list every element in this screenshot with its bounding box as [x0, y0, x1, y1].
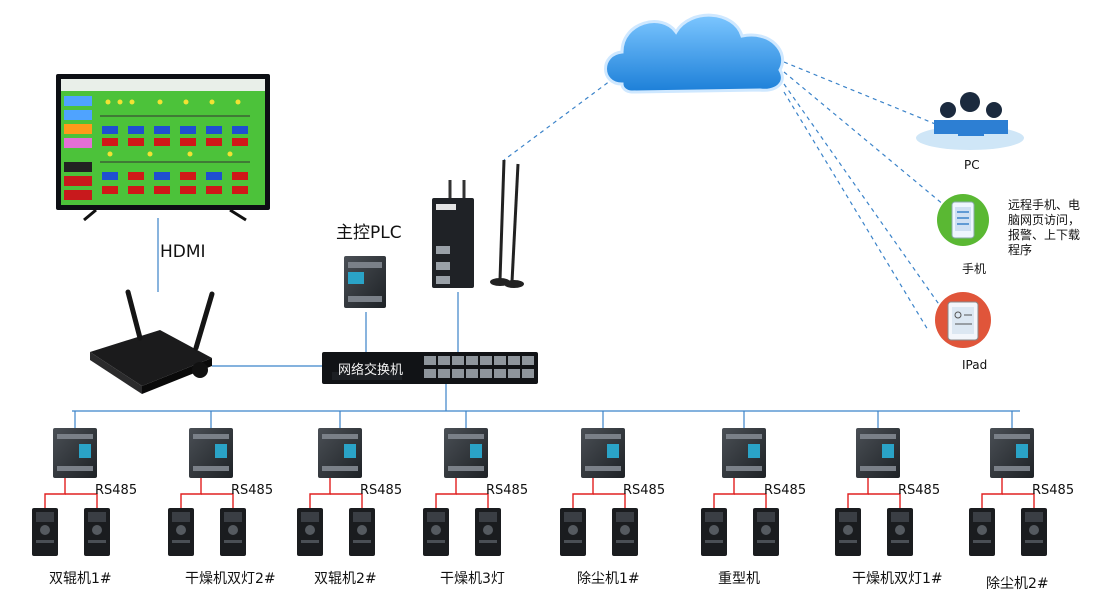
- field-plc-icon: [318, 428, 362, 478]
- rs485-label: RS485: [486, 483, 529, 498]
- monitor-stand: [83, 208, 247, 222]
- field-plc-icon: [856, 428, 900, 478]
- machine-name: 双辊机1#: [49, 571, 112, 587]
- rs485-label: RS485: [1032, 483, 1075, 498]
- machine-name: 除尘机2#: [986, 576, 1049, 592]
- machine-3: [297, 428, 375, 556]
- field-devices: [32, 428, 1047, 556]
- machine-5: [560, 428, 638, 556]
- ipad-icon: [935, 292, 991, 348]
- phone-icon: [937, 194, 989, 246]
- cloud-icon: [604, 13, 784, 94]
- rs485-link: [981, 478, 1003, 508]
- pc-label: PC: [964, 158, 980, 172]
- rs485-label: RS485: [231, 483, 274, 498]
- rs485-link: [847, 478, 869, 508]
- field-plc-icon: [444, 428, 488, 478]
- rs485-label: RS485: [898, 483, 941, 498]
- machine-8: [969, 428, 1047, 556]
- machine-4: [423, 428, 501, 556]
- gateway-icon: [432, 159, 524, 288]
- switch-icon: [322, 352, 538, 384]
- field-plc-icon: [990, 428, 1034, 478]
- machine-6: [701, 428, 779, 556]
- rs485-link: [435, 478, 457, 508]
- router-icon: [90, 289, 215, 394]
- machine-name: 干燥机3灯: [440, 571, 505, 587]
- phone-label: 手机: [962, 262, 987, 276]
- pc-users-icon: [916, 92, 1024, 150]
- ipad-label: IPad: [962, 358, 988, 372]
- remote-access-note: 远程手机、电脑网页访问，报警、上下载程序: [1008, 198, 1081, 257]
- rs485-link: [713, 478, 735, 508]
- connection-lines: [72, 61, 1020, 428]
- field-plc-icon: [722, 428, 766, 478]
- plc-drops: [74, 411, 1013, 428]
- machine-name: 干燥机双灯1#: [852, 571, 943, 587]
- switch-label: 网络交换机: [338, 363, 404, 378]
- rs485-label: RS485: [623, 483, 666, 498]
- field-plc-icon: [189, 428, 233, 478]
- rs485-link: [180, 478, 202, 508]
- machine-7: [835, 428, 913, 556]
- hdmi-label: HDMI: [160, 242, 206, 262]
- rs485-link: [572, 478, 594, 508]
- rs485-label: RS485: [764, 483, 807, 498]
- machine-name: 重型机: [718, 571, 760, 587]
- machine-name: 除尘机1#: [577, 571, 640, 587]
- hmi-monitor: [56, 74, 270, 222]
- field-plc-icon: [581, 428, 625, 478]
- rs485-link: [44, 478, 66, 508]
- rs485-label: RS485: [360, 483, 403, 498]
- machine-name: 干燥机双灯2#: [185, 571, 276, 587]
- main-plc-icon: [344, 256, 386, 308]
- rs485-label: RS485: [95, 483, 138, 498]
- main-plc-label: 主控PLC: [336, 223, 402, 243]
- machine-name: 双辊机2#: [314, 571, 377, 587]
- wireless-links: [503, 61, 951, 331]
- machine-1: [32, 428, 110, 556]
- field-plc-icon: [53, 428, 97, 478]
- rs485-link: [309, 478, 331, 508]
- machine-2: [168, 428, 246, 556]
